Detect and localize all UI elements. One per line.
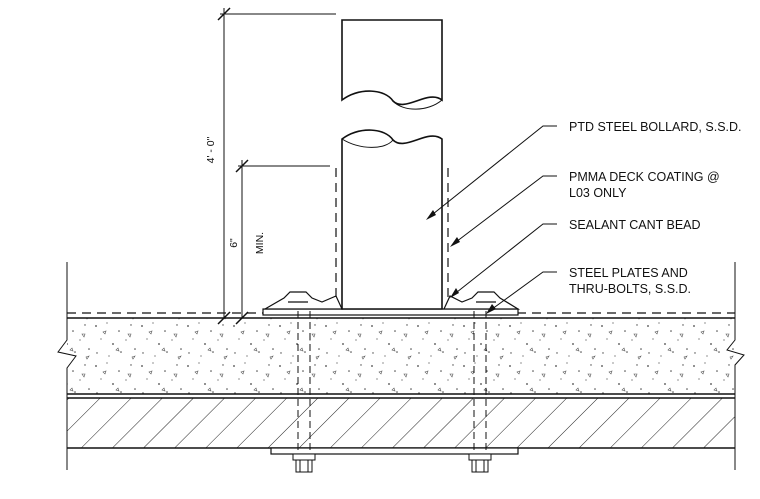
thru-bolt-left xyxy=(292,300,316,473)
concrete-topping xyxy=(67,317,735,394)
leader-lines xyxy=(427,125,557,313)
leader-arrowheads xyxy=(426,210,496,314)
embed-depth-value: 6" xyxy=(228,238,240,248)
callout-pmma-deck-coating-line-2: L03 ONLY xyxy=(569,186,627,200)
sealant-cant-bead-left xyxy=(262,291,343,310)
callout-steel-plates-line-1: STEEL PLATES AND xyxy=(569,266,688,280)
callout-sealant-cant-bead: SEALANT CANT BEAD xyxy=(569,218,701,232)
top-steel-plate xyxy=(262,308,519,316)
callout-steel-plates-line-2: THRU-BOLTS, S.S.D. xyxy=(569,282,691,296)
steel-bollard-upper xyxy=(341,19,443,110)
embed-depth-note: MIN. xyxy=(254,232,266,254)
structural-slab xyxy=(67,393,735,449)
bottom-steel-plate xyxy=(270,447,519,455)
thru-bolt-right xyxy=(468,300,492,473)
callout-ptd-steel-bollard: PTD STEEL BOLLARD, S.S.D. xyxy=(569,120,742,134)
sealant-cant-bead-right xyxy=(443,291,521,310)
steel-bollard-lower xyxy=(341,129,443,310)
overall-height-label: 4' - 0" xyxy=(205,136,217,163)
embed-depth-dimension xyxy=(235,159,330,325)
callout-pmma-deck-coating-line-1: PMMA DECK COATING @ xyxy=(569,170,720,184)
overall-height-dimension xyxy=(217,7,336,325)
